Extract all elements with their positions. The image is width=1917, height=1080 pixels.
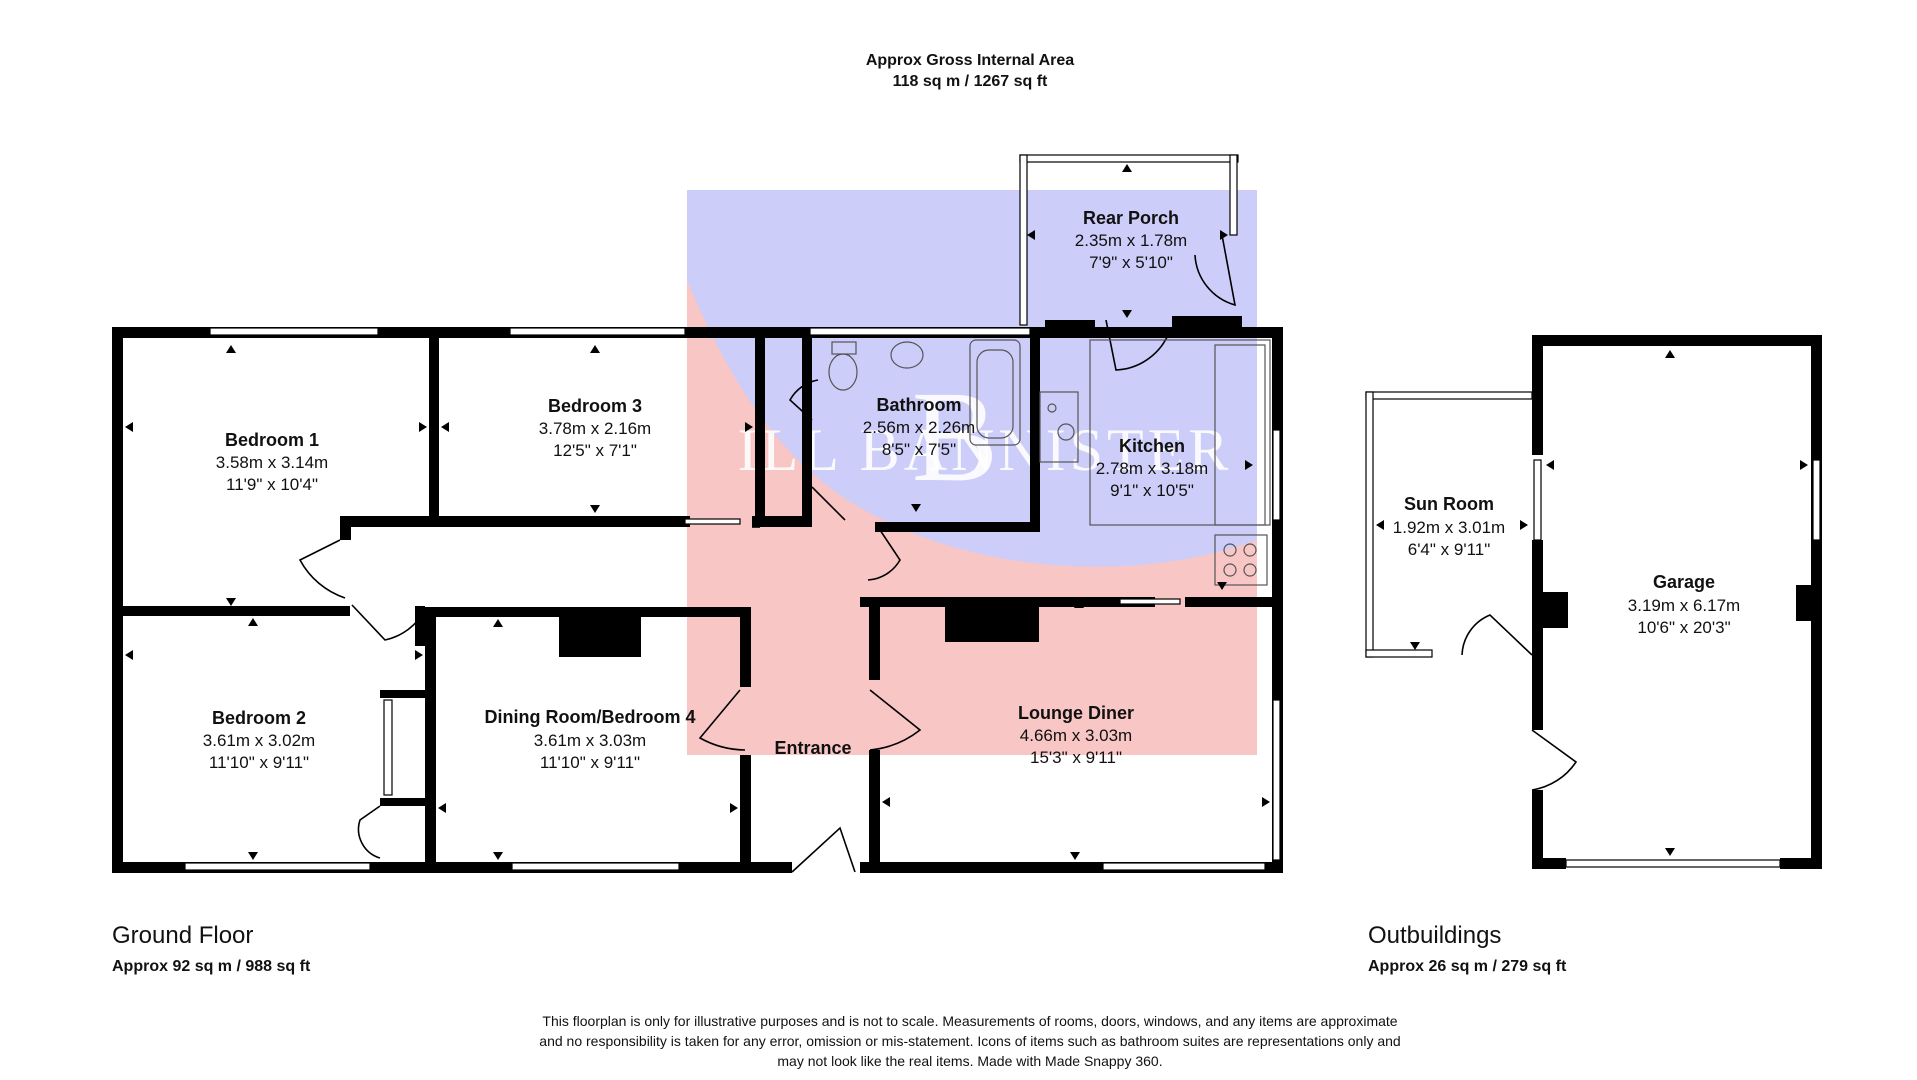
room-bedroom-1: Bedroom 1 3.58m x 3.14m 11'9" x 10'4" [216,430,328,494]
room-imperial: 15'3" x 9'11" [1030,748,1122,767]
room-imperial: 11'9" x 10'4" [226,475,318,494]
room-name: Dining Room/Bedroom 4 [485,707,696,727]
room-name: Entrance [774,738,851,758]
room-imperial: 11'10" x 9'11" [209,753,309,772]
room-metric: 2.56m x 2.26m [863,418,975,437]
room-garage: Garage 3.19m x 6.17m 10'6" x 20'3" [1628,572,1740,637]
room-metric: 1.92m x 3.01m [1393,518,1505,537]
ground-floor-windows [184,327,1281,871]
room-name: Garage [1653,572,1715,592]
door-swings [298,234,1237,873]
room-bedroom-3: Bedroom 3 3.78m x 2.16m 12'5" x 7'1" [539,396,651,460]
bathroom-fixtures [828,339,1271,586]
room-name: Bathroom [877,395,962,415]
room-entrance: Entrance [774,738,851,758]
room-imperial: 6'4" x 9'11" [1408,540,1491,559]
room-imperial: 7'9" x 5'10" [1089,253,1173,272]
room-kitchen: Kitchen 2.78m x 3.18m 9'1" x 10'5" [1096,436,1208,500]
room-bedroom-2: Bedroom 2 3.61m x 3.02m 11'10" x 9'11" [203,708,315,772]
ground-floor-title: Ground Floor [112,922,253,949]
outbuildings-area: Approx 26 sq m / 279 sq ft [1368,958,1567,975]
outbuildings-walls [1365,335,1822,869]
room-name: Sun Room [1404,494,1494,514]
room-metric: 2.35m x 1.78m [1075,231,1187,250]
room-name: Bedroom 3 [548,396,642,416]
room-dining-bedroom-4: Dining Room/Bedroom 4 3.61m x 3.03m 11'1… [485,707,696,772]
room-bathroom: Bathroom 2.56m x 2.26m 8'5" x 7'5" [863,395,975,459]
dimension-arrows [125,164,1270,860]
gross-area-value: 118 sq m / 1267 sq ft [893,73,1048,90]
room-metric: 3.61m x 3.02m [203,731,315,750]
room-sun-room: Sun Room 1.92m x 3.01m 6'4" x 9'11" [1393,494,1505,559]
room-metric: 3.61m x 3.03m [534,731,646,750]
room-lounge-diner: Lounge Diner 4.66m x 3.03m 15'3" x 9'11" [1018,703,1134,767]
room-metric: 4.66m x 3.03m [1020,726,1132,745]
disclaimer-line-1: This floorplan is only for illustrative … [542,1013,1397,1029]
room-name: Kitchen [1119,436,1185,456]
room-name: Lounge Diner [1018,703,1134,723]
room-name: Bedroom 1 [225,430,319,450]
ground-floor-walls [112,316,1283,873]
gross-area-label: Approx Gross Internal Area [866,52,1074,69]
ground-floor-area: Approx 92 sq m / 988 sq ft [112,958,311,975]
svg-text:ILL BANNISTER: ILL BANNISTER [738,417,1233,483]
outbuildings-title: Outbuildings [1368,922,1501,949]
room-name: Bedroom 2 [212,708,306,728]
room-imperial: 10'6" x 20'3" [1637,618,1730,637]
watermark-logo: B ILL BANNISTER [687,190,1257,755]
room-imperial: 9'1" x 10'5" [1110,481,1194,500]
room-metric: 3.78m x 2.16m [539,419,651,438]
room-rear-porch: Rear Porch 2.35m x 1.78m 7'9" x 5'10" [1075,208,1187,272]
outbuildings-arrows [1376,350,1808,856]
room-imperial: 12'5" x 7'1" [553,441,637,460]
room-imperial: 11'10" x 9'11" [540,753,640,772]
rear-porch-frame [1019,154,1239,326]
disclaimer-line-2: and no responsibility is taken for any e… [539,1033,1400,1049]
room-metric: 3.58m x 3.14m [216,453,328,472]
room-metric: 3.19m x 6.17m [1628,596,1740,615]
room-name: Rear Porch [1083,208,1179,228]
room-metric: 2.78m x 3.18m [1096,459,1208,478]
room-imperial: 8'5" x 7'5" [882,440,956,459]
disclaimer-line-3: may not look like the real items. Made w… [777,1053,1162,1069]
